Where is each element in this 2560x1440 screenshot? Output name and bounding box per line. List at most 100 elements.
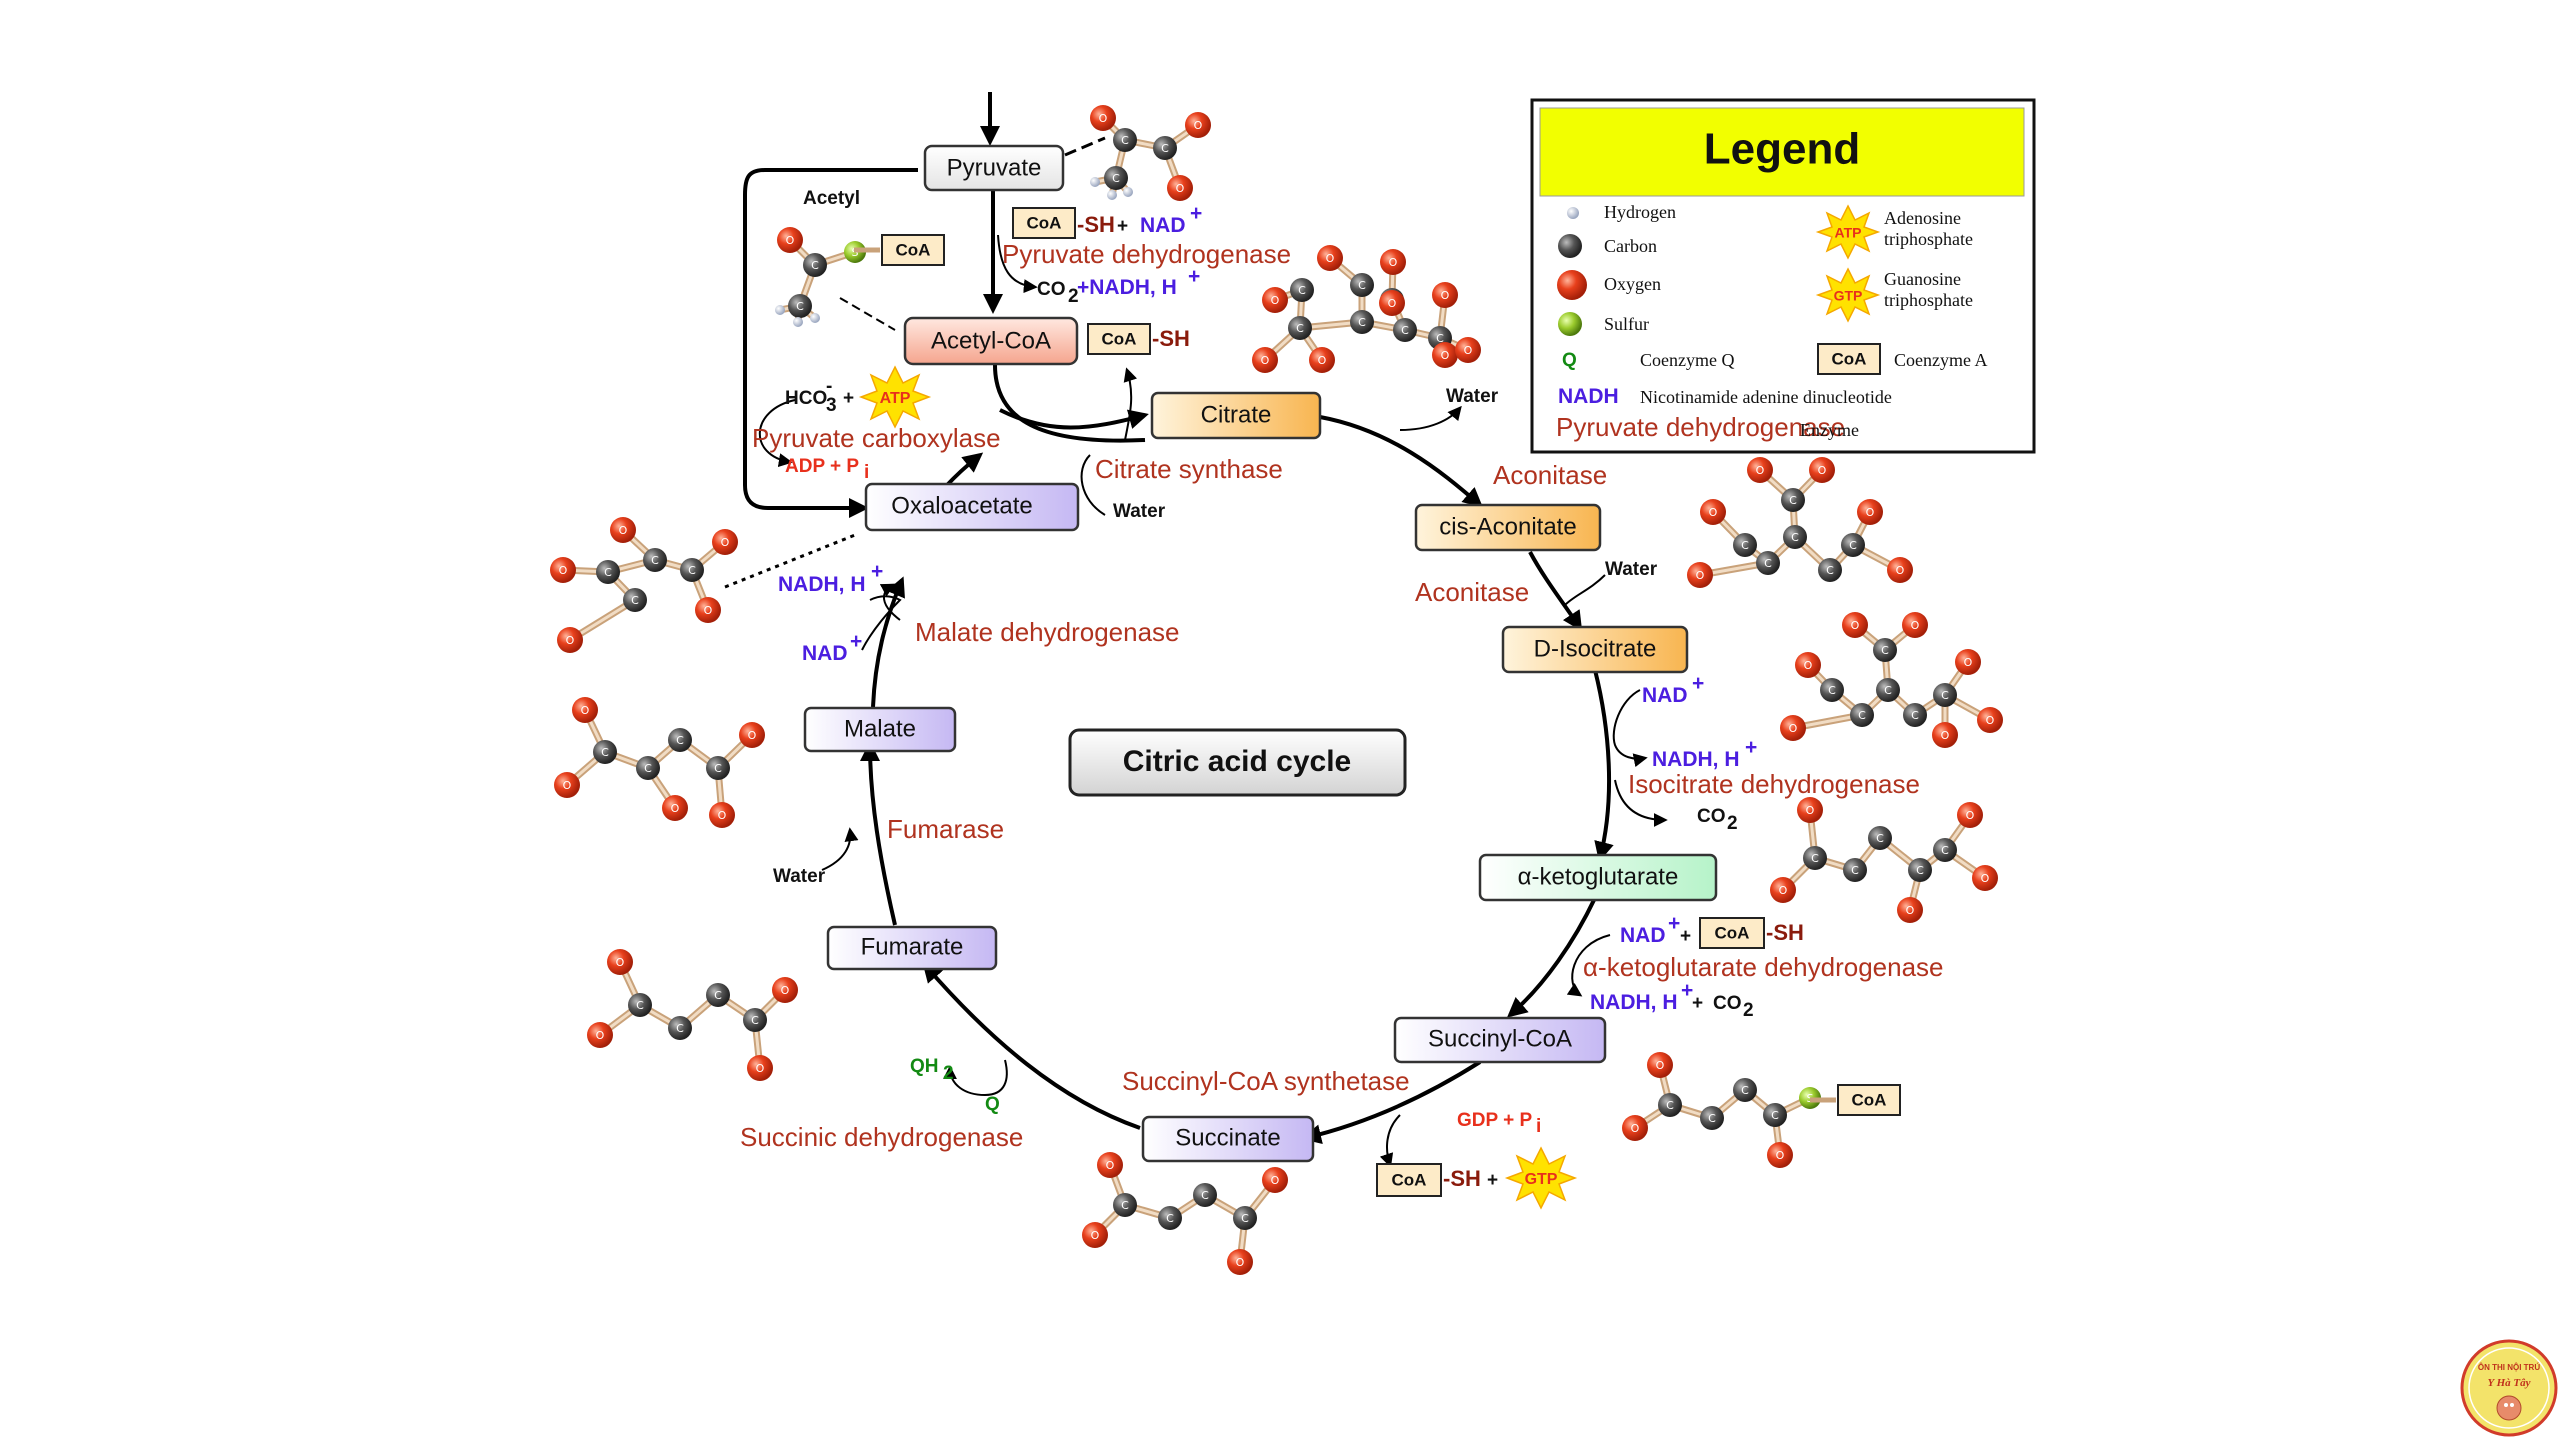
legend-coa-icon xyxy=(1817,343,1881,375)
atom-label: O xyxy=(566,634,575,647)
akgdh-h-plus: + xyxy=(1681,979,1693,1002)
carbon-atom xyxy=(1113,1193,1137,1217)
oxygen-atom xyxy=(610,517,636,543)
legend-atp-line1: Adenosine xyxy=(1884,208,1961,228)
atom-label: O xyxy=(721,536,730,549)
atom-label: C xyxy=(1881,644,1889,657)
legend-gtp-line1: Guanosine xyxy=(1884,269,1961,289)
hco3-sup: - xyxy=(826,376,832,397)
hydrogen-atom xyxy=(810,313,820,323)
pdh-co2: CO xyxy=(1037,279,1066,300)
scs-sh: -SH xyxy=(1443,1166,1481,1191)
oxygen-atom xyxy=(1809,457,1835,483)
atom-label: O xyxy=(1986,714,1995,727)
atom-label: O xyxy=(619,524,628,537)
oxygen-atom xyxy=(1747,457,1773,483)
pdh-nad: NAD xyxy=(1140,214,1186,237)
carbon-atom xyxy=(628,993,652,1017)
akgdh-nad: NAD xyxy=(1620,924,1666,947)
oxygen-atom xyxy=(607,949,633,975)
oxygen-atom xyxy=(695,597,721,623)
oxygen-atom xyxy=(1167,175,1193,201)
oxygen-atom xyxy=(1687,562,1713,588)
enzyme-aconitase-1: Aconitase xyxy=(1493,460,1607,490)
atom-label: C xyxy=(1851,864,1859,877)
water-aconitase: Water xyxy=(1605,559,1658,580)
oxygen-atom xyxy=(1700,499,1726,525)
enzyme-labels: Pyruvate dehydrogenase Pyruvate carboxyl… xyxy=(740,239,1944,1152)
oxygen-atom xyxy=(1770,877,1796,903)
legend-gtp-icon: GTP xyxy=(1815,267,1881,323)
oxygen-atom xyxy=(1380,249,1406,275)
scs-plus: + xyxy=(1487,1170,1498,1191)
carbon-atom xyxy=(1288,316,1312,340)
legend-nadh: Nicotinamide adenine dinucleotide xyxy=(1640,387,1892,407)
atom-label: C xyxy=(676,1022,684,1035)
oxygen-atom xyxy=(1309,347,1335,373)
atom-label: C xyxy=(651,554,659,567)
atom-label: O xyxy=(1911,619,1920,632)
atom-label: O xyxy=(1776,1149,1785,1162)
pdh-plus: + xyxy=(1117,216,1128,237)
d-isocitrate-label: D-Isocitrate xyxy=(1534,635,1657,662)
legend-nadh-icon: NADH xyxy=(1558,385,1619,408)
succinyl-coa-label: Succinyl-CoA xyxy=(1428,1025,1572,1052)
oxaloacetate-label: Oxaloacetate xyxy=(891,492,1032,519)
oxygen-atom xyxy=(777,227,803,253)
molecule-models: OOCCCOOCSCOOOOCCCOCCCCOOOOOOCOOCCCOCCOOO… xyxy=(550,105,2003,1275)
citrate-molecule: OOOOCCCOCCCCOOOO xyxy=(1252,245,1481,373)
oxygen-atom xyxy=(1455,337,1481,363)
atom-label: C xyxy=(796,300,804,313)
carbon-atom xyxy=(743,1008,767,1032)
atom-label: C xyxy=(1666,1099,1674,1112)
mdh-nad: NAD xyxy=(802,642,848,665)
oxygen-atom xyxy=(1842,612,1868,638)
atom-label: C xyxy=(1241,1212,1249,1225)
carbon-atom xyxy=(1763,1103,1787,1127)
oxygen-atom xyxy=(572,697,598,723)
gdp-pi-sub: i xyxy=(1536,1116,1541,1137)
atom-label: O xyxy=(1851,619,1860,632)
carbon-atom xyxy=(596,560,620,584)
atom-label: C xyxy=(1911,709,1919,722)
carbon-atom xyxy=(1193,1183,1217,1207)
diagram-title: Citric acid cycle xyxy=(1123,745,1351,778)
legend-carbon-icon xyxy=(1558,234,1582,258)
akgdh-plus-2: + xyxy=(1692,993,1703,1014)
atp-text: ATP xyxy=(880,390,911,407)
enzyme-fumarase: Fumarase xyxy=(887,814,1004,844)
enzyme-isocitrate-dehydrogenase: Isocitrate dehydrogenase xyxy=(1628,769,1920,799)
atom-label: C xyxy=(676,734,684,747)
carbon-atom xyxy=(1290,278,1314,302)
cis-aconitate-label: cis-Aconitate xyxy=(1439,513,1576,540)
atom-label: O xyxy=(1261,354,1270,367)
legend-title: Legend xyxy=(1704,125,1860,174)
pyruvate-arrows xyxy=(743,92,1146,518)
atom-label: O xyxy=(1091,1229,1100,1242)
metabolite-succinate: Succinate xyxy=(1141,1115,1315,1163)
atom-label: C xyxy=(1112,172,1120,185)
atom-label: O xyxy=(1194,119,1203,132)
carbon-atom xyxy=(706,983,730,1007)
carbon-atom xyxy=(636,756,660,780)
atom-label: O xyxy=(1806,804,1815,817)
qh2-sub: 2 xyxy=(943,1063,954,1084)
adp-pi-sub: i xyxy=(864,462,869,483)
atom-label: C xyxy=(1811,852,1819,865)
oxygen-atom xyxy=(1090,105,1116,131)
acetyl-label: Acetyl xyxy=(803,188,860,209)
carbon-atom xyxy=(1113,128,1137,152)
atom-label: O xyxy=(1318,354,1327,367)
atom-label: O xyxy=(1176,182,1185,195)
atom-label: O xyxy=(1464,344,1473,357)
oxygen-atom xyxy=(557,627,583,653)
oxygen-atom xyxy=(662,795,688,821)
atom-label: C xyxy=(1161,142,1169,155)
atom-label: C xyxy=(1791,531,1799,544)
carbon-atom xyxy=(668,728,692,752)
atom-label: O xyxy=(559,564,568,577)
idh-co2-sub: 2 xyxy=(1727,813,1738,834)
